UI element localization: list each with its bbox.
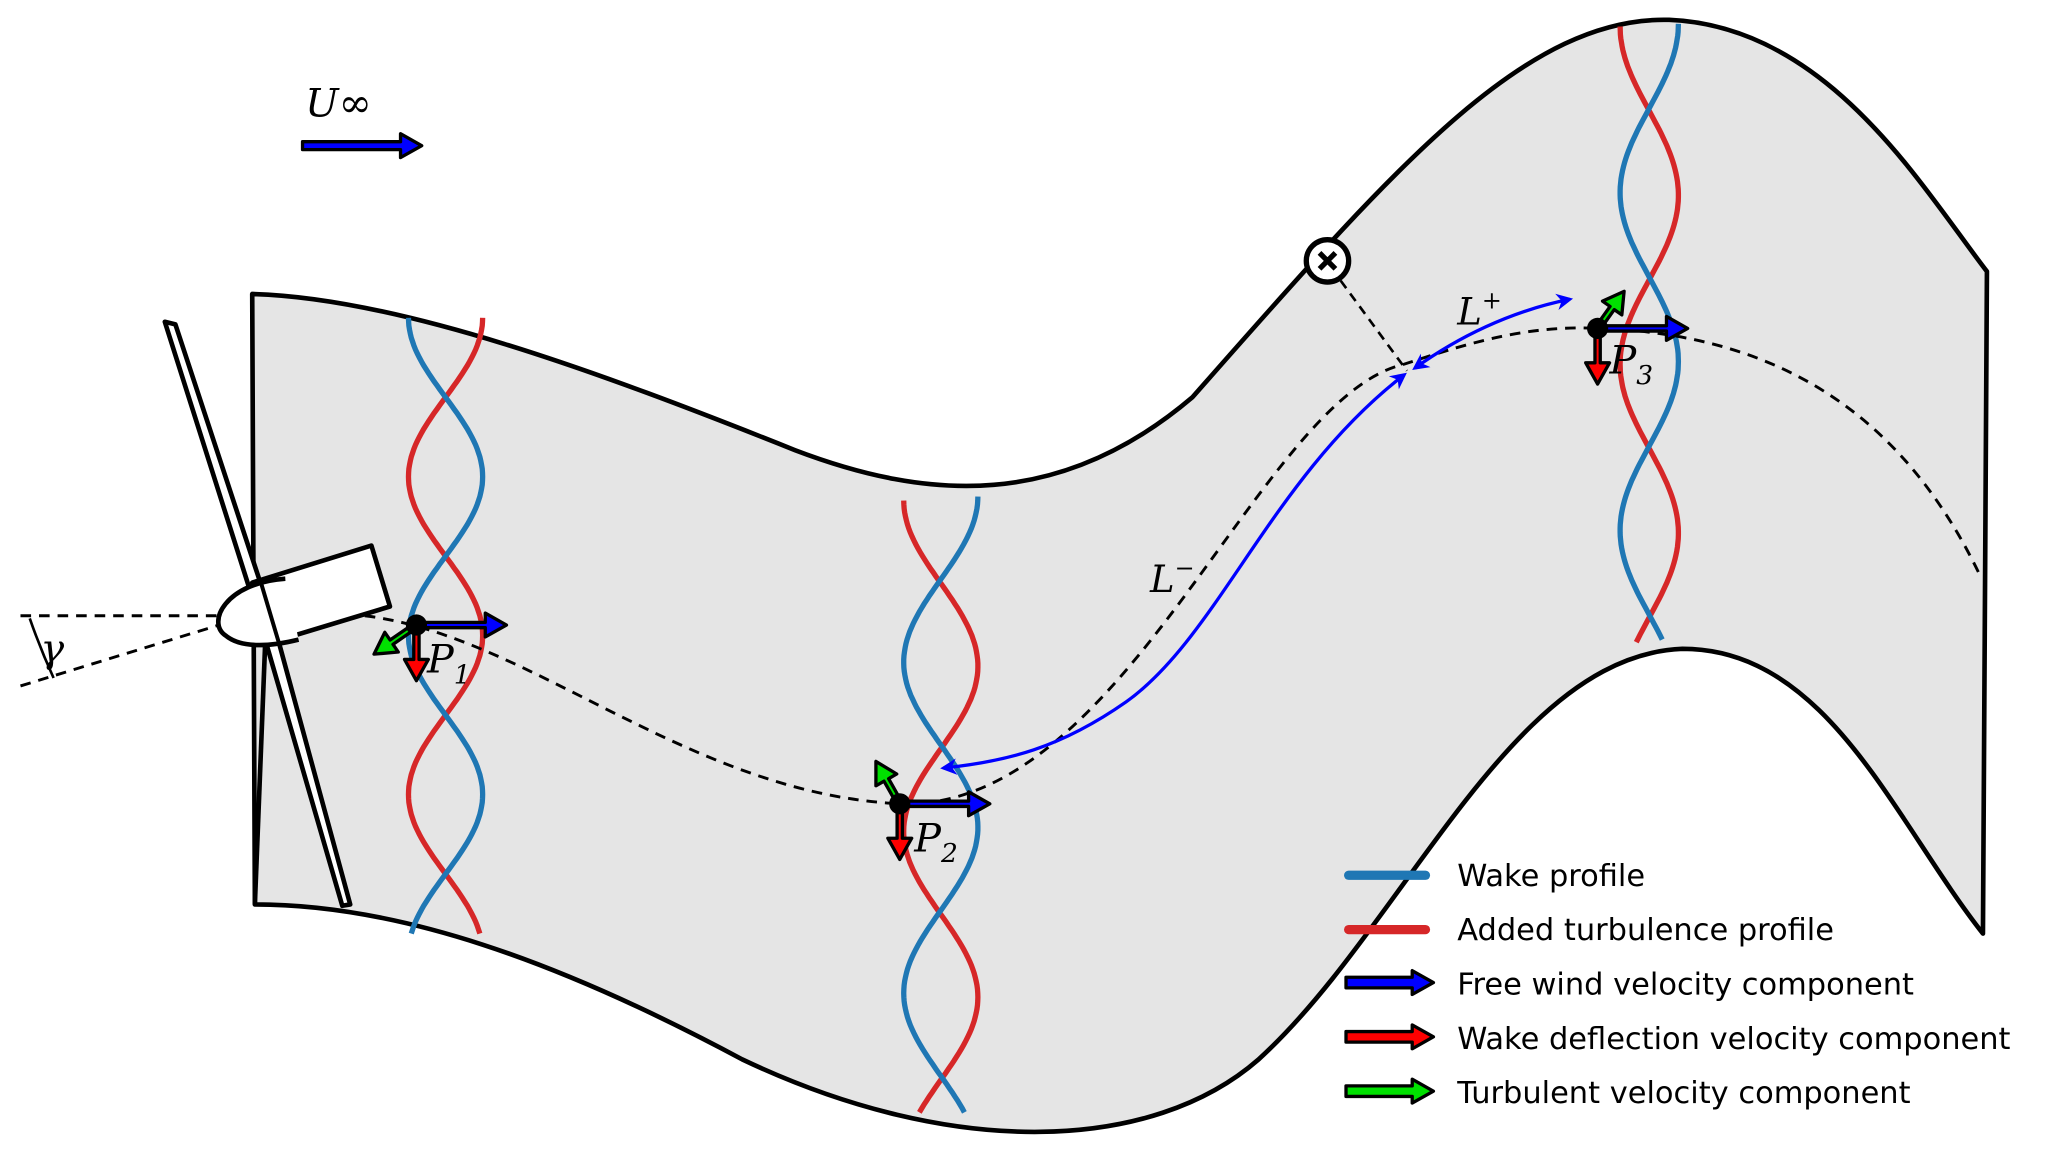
legend-swatch-deflection	[1344, 1023, 1436, 1051]
p3-label: P3	[1609, 337, 1654, 391]
turbine-tower	[252, 635, 268, 905]
turbulence-profile-p3	[1617, 26, 1682, 644]
legend-swatch-free-wind	[1344, 968, 1436, 997]
p2-label: P2	[913, 815, 958, 869]
legend-label-turbulent: Turbulent velocity component	[1456, 1076, 1910, 1111]
legend-label-wake-profile: Wake profile	[1457, 859, 1645, 894]
circled-x-icon	[1303, 237, 1352, 285]
free-wind-arrow	[898, 790, 992, 818]
free-wind-arrow	[414, 611, 509, 639]
point-marker	[1587, 317, 1609, 339]
point-p2	[874, 759, 992, 862]
legend: Wake profile Added turbulence profile Fr…	[1344, 859, 2011, 1111]
point-p1	[372, 611, 509, 683]
normal-dashed-line	[1339, 279, 1408, 372]
legend-label-deflection: Wake deflection velocity component	[1457, 1022, 2010, 1057]
legend-label-turbulence-profile: Added turbulence profile	[1457, 913, 1834, 948]
yaw-axis-line	[20, 623, 220, 688]
yaw-angle-label: γ	[40, 626, 64, 672]
p1-label: P1	[426, 637, 471, 691]
wind-turbine	[162, 319, 393, 909]
turbine-hub	[215, 576, 300, 648]
point-marker	[405, 614, 428, 636]
wake-region	[249, 17, 1990, 1135]
legend-label-free-wind: Free wind velocity component	[1457, 967, 1914, 1002]
l-plus-label: L+	[1456, 287, 1502, 334]
freestream-label: U∞	[305, 81, 372, 127]
freestream-arrow-shape	[300, 132, 424, 160]
l-minus-label: L−	[1149, 554, 1195, 601]
yaw-angle-arc	[28, 617, 55, 679]
l-minus-arrow	[940, 372, 1407, 775]
point-p3	[1584, 289, 1690, 386]
point-marker	[889, 793, 911, 815]
l-plus-arrow	[1412, 293, 1574, 371]
freestream-arrow	[300, 132, 424, 160]
free-wind-arrow	[1595, 314, 1690, 342]
legend-swatch-turbulent	[1344, 1077, 1436, 1105]
